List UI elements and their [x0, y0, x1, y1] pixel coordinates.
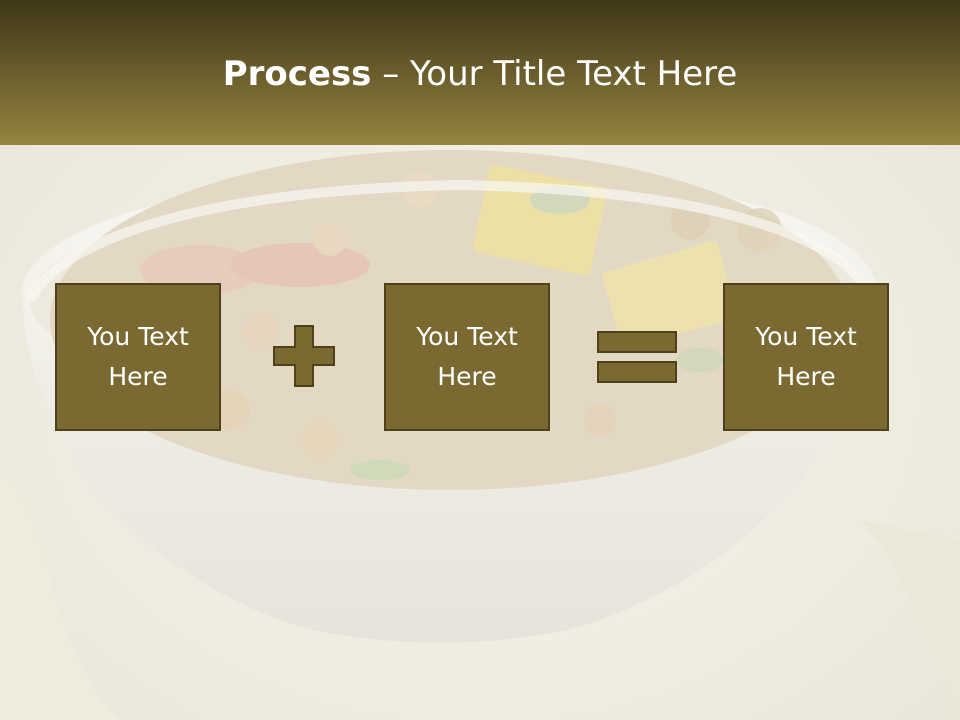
title-rest-text: – Your Title Text Here — [371, 54, 738, 94]
process-box-2-text: You Text Here — [416, 322, 518, 391]
process-box-3-text: You Text Here — [755, 322, 857, 391]
slide-title: Process – Your Title Text Here — [0, 52, 960, 96]
process-box-1-text: You Text Here — [87, 322, 189, 391]
title-bold-text: Process — [222, 54, 372, 94]
process-box-3[interactable]: You Text Here — [723, 283, 889, 431]
title-bar: Process – Your Title Text Here — [0, 0, 960, 145]
equals-icon — [597, 331, 677, 383]
process-box-2[interactable]: You Text Here — [384, 283, 550, 431]
plus-icon — [273, 325, 335, 387]
process-box-1[interactable]: You Text Here — [55, 283, 221, 431]
